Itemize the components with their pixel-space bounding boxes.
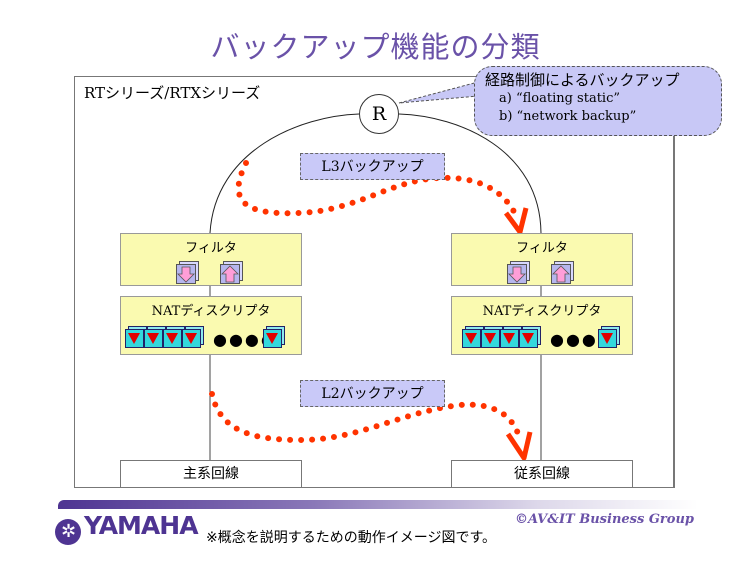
l3-prefix: L3	[321, 159, 340, 175]
ellipsis-icon: ●●●●	[550, 330, 614, 349]
l3-text: バックアップ	[339, 159, 424, 175]
right-arc	[398, 113, 542, 234]
down-arrow-block-icon	[507, 264, 527, 284]
router-frame	[74, 76, 675, 488]
l2-backup-arrow-path	[209, 391, 523, 444]
left-filter-label: フィルタ	[185, 241, 237, 256]
descriptor-cell-icon	[182, 329, 201, 348]
l2-prefix: L2	[321, 386, 340, 402]
primary-line-box: 主系回線	[120, 460, 302, 488]
yamaha-tuning-fork-icon: ✲	[55, 519, 81, 545]
yamaha-logo: ✲YAMAHA	[55, 511, 199, 545]
callout-pointer	[398, 81, 479, 104]
up-arrow-block-icon	[551, 264, 571, 284]
left-filter-box: フィルタ	[120, 233, 302, 286]
descriptor-cell-icon	[263, 329, 282, 348]
l3-backup-arrow-path	[235, 160, 521, 223]
callout-item-floating-static: a) “floating static”	[499, 91, 621, 106]
logo-text: YAMAHA	[84, 511, 199, 540]
l2-backup-arrowhead	[505, 431, 533, 461]
descriptor-cell-icon	[500, 329, 519, 348]
right-nat-prefix: NAT	[482, 304, 512, 319]
down-arrow-block-icon	[176, 264, 196, 284]
router-node: R	[359, 94, 399, 134]
right-filter-box: フィルタ	[451, 233, 633, 286]
routing-backup-callout: 経路制御によるバックアップ a) “floating static” b) “n…	[474, 66, 722, 136]
descriptor-cell-icon	[125, 329, 144, 348]
frame-label: RTシリーズ/RTXシリーズ	[84, 84, 261, 102]
footer-gradient-bar	[58, 500, 698, 509]
descriptor-cell-icon	[519, 329, 538, 348]
descriptor-cell-icon	[462, 329, 481, 348]
l3-backup-tag: L3バックアップ	[300, 153, 445, 180]
copyright-text: ©AV&IT Business Group	[515, 512, 694, 527]
left-nat-box: NATディスクリプタ ●●●●	[120, 296, 302, 355]
descriptor-cell-icon	[481, 329, 500, 348]
footnote: ※概念を説明するための動作イメージ図です。	[206, 530, 497, 546]
descriptor-cell-icon	[163, 329, 182, 348]
l3-backup-arrowhead	[503, 207, 529, 235]
left-arc	[209, 113, 360, 234]
ellipsis-icon: ●●●●	[213, 330, 277, 349]
descriptor-cell-icon	[598, 329, 617, 348]
l2-backup-tag: L2バックアップ	[300, 380, 445, 407]
page-title: バックアップ機能の分類	[210, 30, 541, 64]
right-nat-box: NATディスクリプタ ●●●●	[451, 296, 633, 355]
l2-text: バックアップ	[339, 386, 424, 402]
right-nat-label: ディスクリプタ	[511, 304, 602, 319]
up-arrow-block-icon	[220, 264, 240, 284]
descriptor-cell-icon	[144, 329, 163, 348]
left-nat-prefix: NAT	[151, 304, 181, 319]
right-filter-label: フィルタ	[516, 241, 568, 256]
left-nat-label: ディスクリプタ	[180, 304, 271, 319]
callout-item-network-backup: b) “network backup”	[499, 109, 637, 124]
callout-heading: 経路制御によるバックアップ	[485, 71, 680, 89]
backup-line-box: 従系回線	[451, 460, 633, 488]
